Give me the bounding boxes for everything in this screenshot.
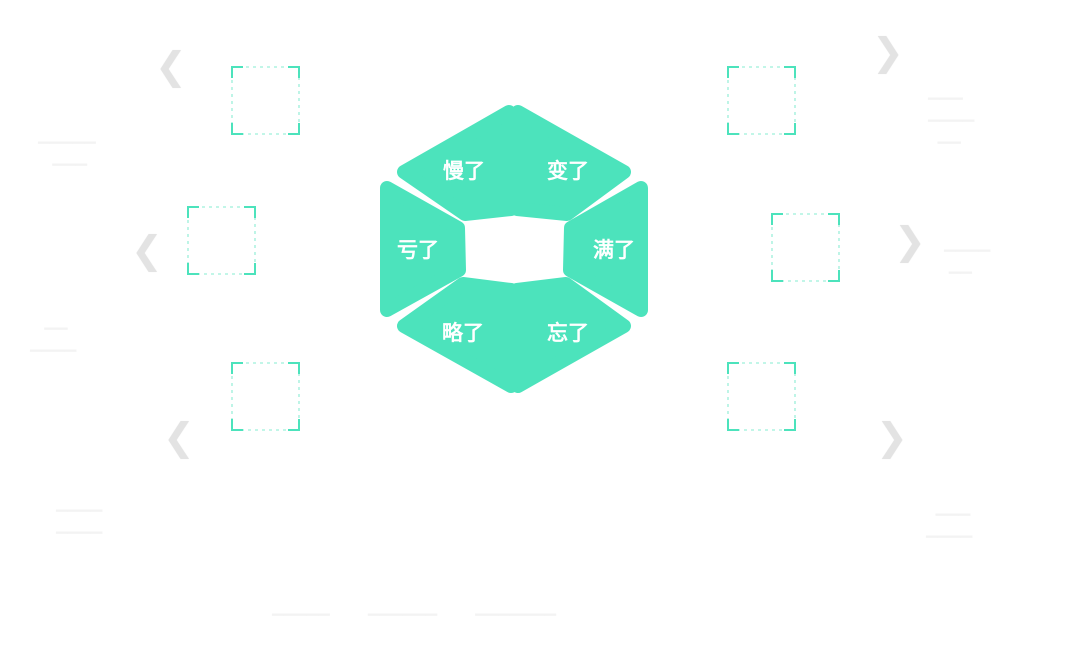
frame-corner (771, 270, 783, 282)
dashed-corner-frame-icon (771, 213, 840, 282)
frame-corner (231, 419, 243, 431)
frame-dashed-border (727, 362, 796, 431)
dashed-corner-frame-icon (231, 66, 300, 135)
chevron-left-icon[interactable]: ❮ (163, 415, 195, 459)
segment-right[interactable]: 满了 (563, 181, 648, 317)
faint-text-block: ▁▁▁▁▁▁ (30, 312, 77, 352)
frame-corner (727, 419, 739, 431)
frame-corner (288, 66, 300, 78)
frame-corner (231, 362, 243, 374)
frame-corner (828, 213, 840, 225)
segment-label: 略了 (442, 320, 484, 345)
frame-corner (288, 362, 300, 374)
frame-corner (244, 263, 256, 275)
frame-corner (771, 213, 783, 225)
frame-corner (784, 66, 796, 78)
frame-dashed-border (231, 66, 300, 135)
faint-text-block: ▁▁▁▁▁▁▁ (926, 498, 973, 538)
frame-corner (244, 206, 256, 218)
frame-dashed-border (771, 213, 840, 282)
segment-label: 满了 (593, 237, 635, 262)
frame-corner (784, 419, 796, 431)
frame-corner (187, 263, 199, 275)
frame-corner (231, 66, 243, 78)
frame-dashed-border (187, 206, 256, 275)
frame-corner (288, 123, 300, 135)
chevron-right-icon[interactable]: ❯ (876, 415, 908, 459)
frame-corner (828, 270, 840, 282)
faint-text-block: ▁▁▁▁ ▁▁ (944, 234, 991, 274)
chevron-right-icon[interactable]: ❯ (894, 219, 926, 263)
dashed-corner-frame-icon (727, 362, 796, 431)
frame-corner (784, 123, 796, 135)
faint-text-block: ▁▁▁▁▁▁▁ ▁▁ (928, 82, 975, 144)
chevron-left-icon[interactable]: ❮ (131, 228, 163, 272)
segment-label: 亏了 (397, 237, 439, 262)
dashed-corner-frame-icon (231, 362, 300, 431)
frame-corner (231, 123, 243, 135)
frame-corner (187, 206, 199, 218)
segment-label: 慢了 (443, 158, 485, 183)
chevron-left-icon[interactable]: ❮ (155, 44, 187, 88)
frame-dashed-border (231, 362, 300, 431)
chevron-right-icon[interactable]: ❯ (872, 30, 904, 74)
segment-label: 忘了 (547, 320, 589, 345)
faint-text-block: ▁▁▁▁▁▁▁▁ (56, 494, 103, 534)
dashed-corner-frame-icon (727, 66, 796, 135)
frame-dashed-border (727, 66, 796, 135)
segment-label: 变了 (547, 158, 589, 183)
dashed-corner-frame-icon (187, 206, 256, 275)
frame-corner (727, 66, 739, 78)
segment-bottom-left[interactable]: 略了 (397, 277, 518, 393)
segment-top-right[interactable]: 变了 (510, 105, 631, 221)
frame-corner (727, 123, 739, 135)
faint-text-block: ▁▁▁▁▁ ▁▁▁ (38, 126, 96, 166)
frame-corner (727, 362, 739, 374)
frame-corner (784, 362, 796, 374)
frame-corner (288, 419, 300, 431)
segment-left[interactable]: 亏了 (380, 181, 466, 317)
faint-text-block: ▁▁▁▁▁ ▁▁▁▁▁▁ ▁▁▁▁▁▁▁ (272, 598, 556, 616)
